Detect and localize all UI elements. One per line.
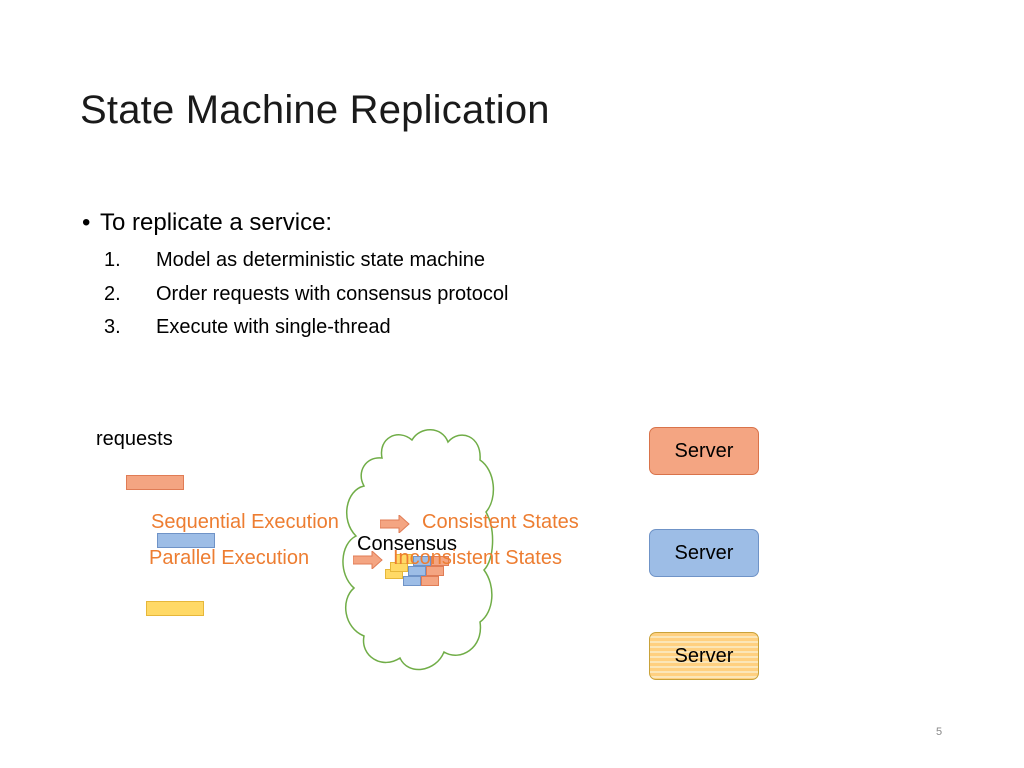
bullet-item: • To replicate a service: bbox=[82, 209, 332, 237]
step-number: 2. bbox=[104, 283, 121, 305]
request-block-orange bbox=[126, 475, 184, 490]
arrow-right-icon bbox=[353, 551, 383, 569]
mini-block-orange bbox=[431, 556, 449, 566]
step-item: 3. Execute with single-thread bbox=[104, 316, 604, 342]
consistent-states-label: Consistent States bbox=[422, 511, 579, 533]
mini-block-blue bbox=[408, 566, 426, 576]
bullet-dot-icon: • bbox=[82, 209, 91, 236]
mini-block-yellow bbox=[395, 554, 413, 564]
sequential-execution-label: Sequential Execution bbox=[151, 511, 339, 533]
page-number: 5 bbox=[936, 726, 943, 738]
arrow-right-icon bbox=[380, 515, 410, 533]
step-number: 3. bbox=[104, 316, 121, 338]
server-box-orange: Server bbox=[649, 427, 759, 475]
request-block-yellow bbox=[146, 601, 204, 616]
mini-block-orange bbox=[421, 576, 439, 586]
server-box-striped: Server bbox=[649, 632, 759, 680]
step-text: Order requests with consensus protocol bbox=[156, 283, 509, 305]
server-label: Server bbox=[674, 644, 734, 667]
server-box-blue: Server bbox=[649, 529, 759, 577]
step-item: 2. Order requests with consensus protoco… bbox=[104, 283, 604, 309]
consensus-cloud-icon bbox=[342, 429, 495, 671]
server-label: Server bbox=[674, 541, 734, 564]
mini-block-orange bbox=[426, 566, 444, 576]
parallel-execution-label: Parallel Execution bbox=[149, 547, 310, 569]
inconsistent-states-label: Inconsistent States bbox=[393, 547, 562, 569]
step-item: 1. Model as deterministic state machine bbox=[104, 249, 604, 275]
step-text: Model as deterministic state machine bbox=[156, 249, 486, 271]
requests-label: requests bbox=[96, 428, 173, 450]
step-number: 1. bbox=[104, 249, 121, 271]
request-block-blue bbox=[157, 533, 215, 548]
server-label: Server bbox=[674, 439, 734, 462]
mini-block-blue bbox=[403, 576, 421, 586]
bullet-text: To replicate a service: bbox=[100, 209, 333, 236]
slide-title: State Machine Replication bbox=[80, 88, 550, 132]
mini-block-blue bbox=[413, 556, 431, 566]
step-text: Execute with single-thread bbox=[156, 316, 391, 338]
consensus-label: Consensus bbox=[357, 533, 458, 555]
